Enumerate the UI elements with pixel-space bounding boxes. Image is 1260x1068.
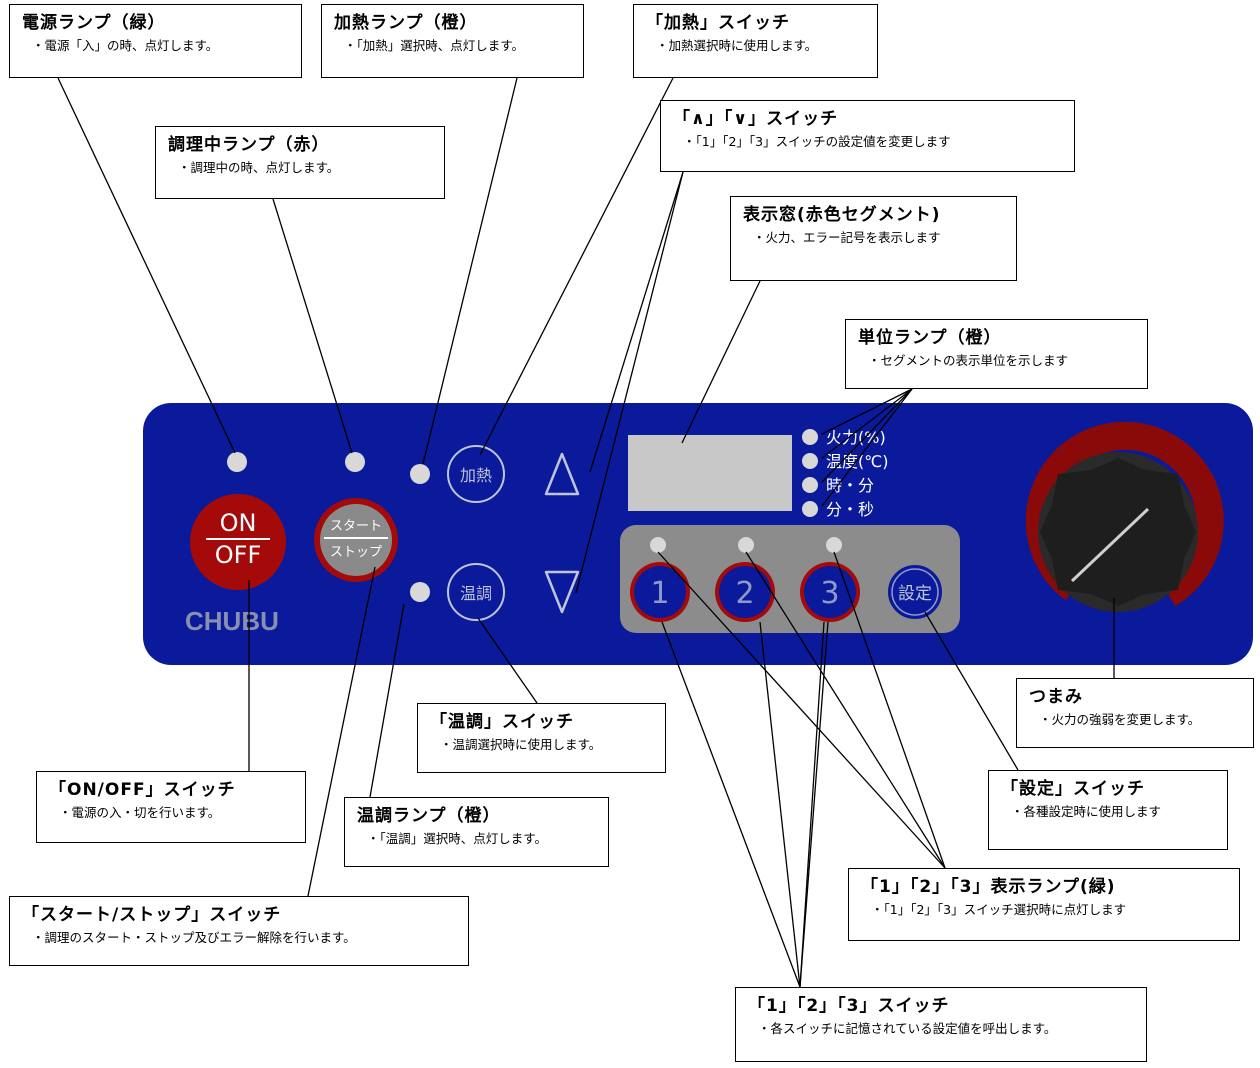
callout-display-title: 表示窓(赤色セグメント): [743, 205, 941, 225]
callout-onoff-switch: 「ON/OFF」スイッチ ・電源の入・切を行います。: [36, 771, 306, 843]
callout-heat-lamp-desc: ・「加熱」選択時、点灯します。: [344, 38, 525, 53]
display-window: [628, 435, 792, 511]
callout-power-lamp: 電源ランプ（緑） ・電源「入」の時、点灯します。: [9, 4, 302, 78]
callout-onoff-switch-title: 「ON/OFF」スイッチ: [49, 780, 236, 800]
start-button-label: スタート: [330, 519, 382, 534]
callout-num-lamp-desc: ・「1」「2」「3」スイッチ選択時に点灯します: [871, 902, 1127, 917]
callout-num-lamp-title: 「1」「2」「3」表示ランプ(緑): [861, 877, 1116, 897]
callout-temp-switch-desc: ・温調選択時に使用します。: [440, 737, 602, 752]
unit-lamp-ms: [802, 501, 818, 517]
callout-heat-switch-title: 「加熱」スイッチ: [646, 13, 790, 33]
callout-set-switch: 「設定」スイッチ ・各種設定時に使用します: [988, 770, 1228, 850]
callout-startstop-switch-title: 「スタート/ストップ」スイッチ: [22, 905, 282, 925]
heat-button-label: 加熱: [460, 466, 492, 485]
callout-temp-switch-title: 「温調」スイッチ: [430, 712, 574, 732]
power-button[interactable]: ON OFF: [190, 494, 286, 590]
unit-label-ms: 分・秒: [826, 500, 874, 519]
cooking-lamp: [345, 452, 365, 472]
temp-lamp: [410, 582, 430, 602]
power-lamp: [227, 452, 247, 472]
heat-lamp: [410, 464, 430, 484]
memory-button-1-label: 1: [650, 576, 669, 611]
callout-temp-lamp: 温調ランプ（橙） ・「温調」選択時、点灯します。: [344, 797, 609, 867]
power-button-off-label: OFF: [215, 541, 262, 569]
callout-updown-switch-title: 「∧」「∨」スイッチ: [673, 109, 839, 129]
callout-cooking-lamp: 調理中ランプ（赤） ・調理中の時、点灯します。: [155, 126, 445, 199]
callout-knob: つまみ ・火力の強弱を変更します。: [1016, 678, 1254, 748]
callout-heat-switch: 「加熱」スイッチ ・加熱選択時に使用します。: [633, 4, 878, 78]
callout-num-lamp: 「1」「2」「3」表示ランプ(緑) ・「1」「2」「3」スイッチ選択時に点灯しま…: [848, 868, 1240, 941]
memory-button-1[interactable]: 1: [630, 562, 690, 622]
set-button[interactable]: 設定: [888, 565, 942, 619]
unit-lamp-hm: [802, 477, 818, 493]
callout-num-switch-desc: ・各スイッチに記憶されている設定値を呼出します。: [758, 1021, 1057, 1036]
callout-temp-switch: 「温調」スイッチ ・温調選択時に使用します。: [417, 703, 666, 773]
callout-cooking-lamp-title: 調理中ランプ（赤）: [168, 135, 330, 155]
callout-num-switch: 「1」「2」「3」スイッチ ・各スイッチに記憶されている設定値を呼出します。: [735, 987, 1147, 1062]
brand-logo: CHUBU: [185, 606, 279, 636]
unit-label-hm: 時・分: [826, 476, 874, 495]
memory-button-2[interactable]: 2: [715, 562, 775, 622]
knob-grip: [1040, 458, 1196, 606]
memory-button-2-label: 2: [735, 576, 754, 611]
callout-unit-lamp-desc: ・セグメントの表示単位を示します: [868, 353, 1069, 368]
temp-button-label: 温調: [460, 584, 492, 603]
start-stop-button[interactable]: スタート ストップ: [314, 498, 398, 582]
knob-indicator: [1070, 507, 1150, 583]
callout-set-switch-desc: ・各種設定時に使用します: [1011, 804, 1162, 819]
callout-startstop-switch: 「スタート/ストップ」スイッチ ・調理のスタート・ストップ及びエラー解除を行いま…: [9, 896, 469, 966]
callout-num-switch-title: 「1」「2」「3」スイッチ: [748, 996, 950, 1016]
callout-onoff-switch-desc: ・電源の入・切を行います。: [59, 805, 221, 820]
unit-lamp-temp: [802, 453, 818, 469]
down-button[interactable]: [544, 570, 580, 614]
callout-set-switch-title: 「設定」スイッチ: [1001, 779, 1145, 799]
num-lamp-1: [650, 537, 666, 553]
callout-knob-title: つまみ: [1029, 687, 1083, 707]
memory-button-3-label: 3: [820, 576, 839, 611]
callout-updown-switch-desc: ・「1」「2」「3」スイッチの設定値を変更します: [683, 134, 951, 149]
unit-label-temp: 温度(℃): [826, 452, 888, 471]
callout-heat-switch-desc: ・加熱選択時に使用します。: [656, 38, 818, 53]
memory-button-group: [620, 525, 960, 633]
callout-temp-lamp-title: 温調ランプ（橙）: [357, 806, 501, 826]
heat-button[interactable]: 加熱: [447, 445, 505, 503]
callout-unit-lamp: 単位ランプ（橙） ・セグメントの表示単位を示します: [845, 319, 1148, 389]
num-lamp-3: [826, 537, 842, 553]
set-button-label: 設定: [898, 584, 932, 604]
callout-knob-desc: ・火力の強弱を変更します。: [1039, 712, 1201, 727]
num-lamp-2: [738, 537, 754, 553]
callout-power-lamp-desc: ・電源「入」の時、点灯します。: [32, 38, 219, 53]
callout-heat-lamp: 加熱ランプ（橙） ・「加熱」選択時、点灯します。: [321, 4, 584, 78]
callout-startstop-switch-desc: ・調理のスタート・ストップ及びエラー解除を行います。: [32, 930, 356, 945]
callout-display: 表示窓(赤色セグメント) ・火力、エラー記号を表示します: [730, 196, 1017, 281]
callout-cooking-lamp-desc: ・調理中の時、点灯します。: [178, 160, 340, 175]
up-button[interactable]: [544, 452, 580, 496]
callout-display-desc: ・火力、エラー記号を表示します: [753, 230, 941, 245]
callout-power-lamp-title: 電源ランプ（緑）: [22, 13, 166, 33]
callout-updown-switch: 「∧」「∨」スイッチ ・「1」「2」「3」スイッチの設定値を変更します: [660, 100, 1075, 172]
stop-button-label: ストップ: [330, 545, 382, 560]
unit-lamp-power: [802, 429, 818, 445]
knob[interactable]: [1025, 421, 1224, 612]
callout-temp-lamp-desc: ・「温調」選択時、点灯します。: [367, 831, 548, 846]
callout-unit-lamp-title: 単位ランプ（橙）: [858, 328, 1002, 348]
power-button-on-label: ON: [220, 509, 257, 537]
callout-heat-lamp-title: 加熱ランプ（橙）: [334, 13, 478, 33]
temp-button[interactable]: 温調: [447, 563, 505, 621]
